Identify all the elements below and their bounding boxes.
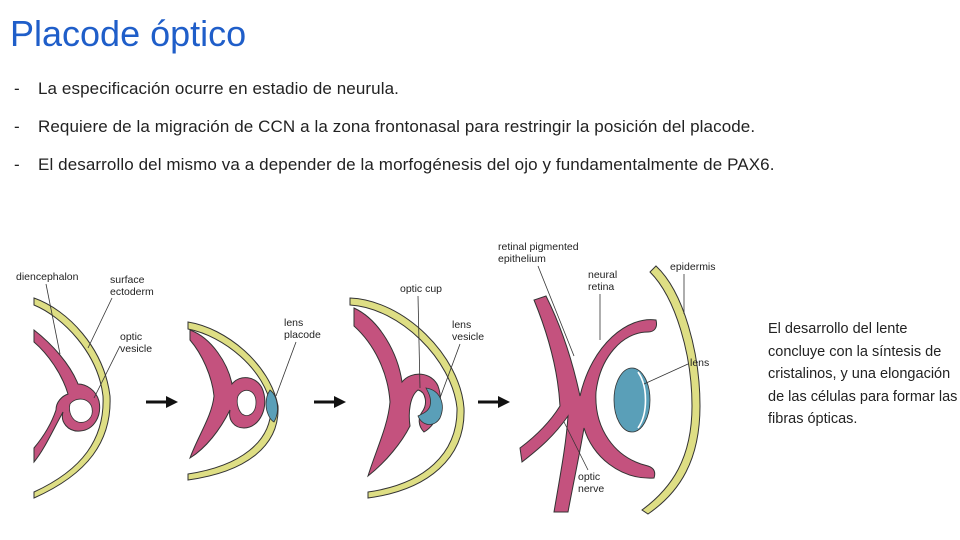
bullet-text: Requiere de la migración de CCN a la zon… [38,117,756,136]
leader-line [439,343,461,399]
neural-tube-shape [189,329,266,460]
bullet-marker: - [14,79,20,98]
label-epidermis: epidermis [670,261,716,273]
label-retinal-pigmented: retinal pigmented [498,241,579,253]
optic-vesicle-inner [236,389,257,416]
neural-tube-shape [33,328,101,464]
bullet-marker: - [14,155,20,174]
label-lens-2: lens [452,319,471,331]
eye-development-diagram: diencephalon surface ectoderm optic vesi… [16,241,716,515]
stage-arrow [146,396,178,408]
bullet-item: -El desarrollo del mismo va a depender d… [14,152,934,177]
epidermis-shape [641,265,701,515]
surface-ectoderm-shape [349,297,465,499]
label-neural: neural [588,269,617,281]
surface-ectoderm-shape [33,297,111,499]
leader-line [537,265,575,357]
leader-line [87,297,113,349]
bullet-item: -La especificación ocurre en estadio de … [14,76,934,101]
stage-optic-vesicle [33,297,111,499]
stage-mature-eye [519,265,701,515]
stage-arrow [478,396,510,408]
label-optic-cup: optic cup [400,283,442,295]
stage-arrow [314,396,346,408]
leader-line [417,295,421,389]
label-lens-3: lens [690,357,709,369]
slide-title: Placode óptico [10,13,247,54]
bullet-list: -La especificación ocurre en estadio de … [14,76,934,177]
side-note: El desarrollo del lente concluye con la … [768,321,958,427]
label-optic-2: optic [578,471,600,483]
lens-shape [613,367,651,433]
lens-vesicle-shape [417,387,443,425]
label-vesicle-2: vesicle [452,331,484,343]
label-nerve: nerve [578,483,604,495]
bullet-text: El desarrollo del mismo va a depender de… [38,155,775,174]
label-surface: surface [110,274,145,286]
leader-line [45,283,61,355]
label-retina: retina [588,281,614,293]
label-ectoderm: ectoderm [110,286,154,298]
label-lens: lens [284,317,303,329]
bullet-marker: - [14,117,20,136]
leader-line [643,363,689,385]
leader-line [563,421,589,471]
surface-ectoderm-shape [187,321,279,481]
lens-fiber-line [637,371,647,429]
label-epithelium: epithelium [498,253,546,265]
neural-tube-shape [353,307,441,478]
stage-optic-cup [349,297,465,499]
stage-lens-placode [187,321,279,481]
label-placode: placode [284,329,321,341]
optic-vesicle-inner [69,398,93,423]
label-vesicle: vesicle [120,343,152,355]
lens-placode-shape [265,389,278,423]
leader-line [93,345,121,399]
leader-line [275,341,297,397]
bullet-text: La especificación ocurre en estadio de n… [38,79,399,98]
label-diencephalon: diencephalon [16,271,79,283]
label-optic: optic [120,331,142,343]
neural-retina-shape [519,295,657,513]
bullet-item: -Requiere de la migración de CCN a la zo… [14,114,934,139]
